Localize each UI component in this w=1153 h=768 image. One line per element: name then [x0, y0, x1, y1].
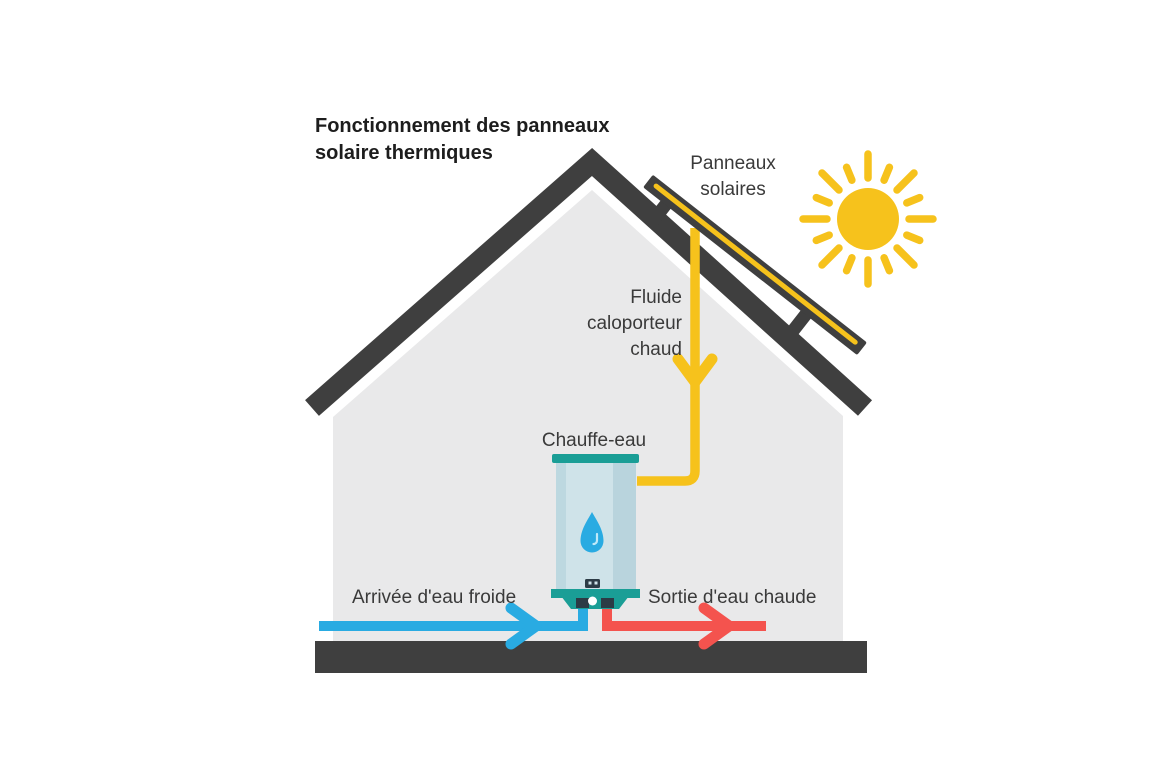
water-drop-icon: [580, 512, 604, 553]
title-line1: Fonctionnement des panneaux: [315, 115, 610, 137]
house-roof: [305, 147, 873, 416]
sun-ray: [842, 254, 856, 275]
heater-base-bar: [551, 589, 640, 598]
title-line2: solaire thermiques: [315, 142, 493, 164]
sun-ray: [842, 163, 856, 184]
sun-ray: [903, 231, 924, 245]
sun-ray: [812, 231, 833, 245]
right-arrow-icon: [505, 602, 542, 650]
diagram-title: Fonctionnement des panneaux solaire ther…: [315, 113, 655, 167]
sun-ray: [880, 163, 894, 184]
label-hot-fluid: Fluide caloporteur chaud: [586, 287, 682, 360]
sun-ray: [880, 254, 894, 275]
hot-outlet-connector: [601, 597, 614, 608]
heater-body-shade-right: [613, 461, 636, 592]
sun-ray: [812, 193, 833, 207]
heater-body-shade-left: [556, 461, 566, 592]
down-arrow-icon: [672, 353, 718, 388]
hot-fluid-pipe: [637, 228, 700, 486]
water-heater-icon: [551, 454, 640, 609]
sun-ray: [818, 244, 843, 269]
valve-dot: [588, 581, 592, 585]
label-hot-water-out: Sortie d'eau chaude: [648, 587, 817, 608]
house-wall: [333, 190, 843, 642]
label-cold-water-in: Arrivée d'eau froide: [352, 587, 517, 608]
sun-rays: [799, 150, 937, 288]
sun-ray: [893, 169, 918, 194]
drain-dot: [588, 596, 597, 606]
sun-ray: [893, 244, 918, 269]
label-water-heater: Chauffe-eau: [541, 430, 647, 451]
water-drop-highlight: [592, 532, 599, 546]
valve-dot: [594, 581, 598, 585]
sun-icon: [799, 150, 937, 288]
ground-bar: [315, 641, 867, 673]
label-solar-panels: Panneaux solaires: [690, 153, 776, 200]
sun-disc: [837, 188, 899, 250]
sun-ray: [903, 193, 924, 207]
burner-valve-icon: [585, 579, 600, 588]
solar-panel-icon: [643, 175, 867, 355]
heater-top-cap: [552, 454, 639, 463]
right-arrow-icon: [698, 602, 735, 650]
panel-absorber-stripe: [653, 183, 858, 345]
sun-ray: [818, 169, 843, 194]
cold-inlet-connector: [576, 597, 589, 608]
